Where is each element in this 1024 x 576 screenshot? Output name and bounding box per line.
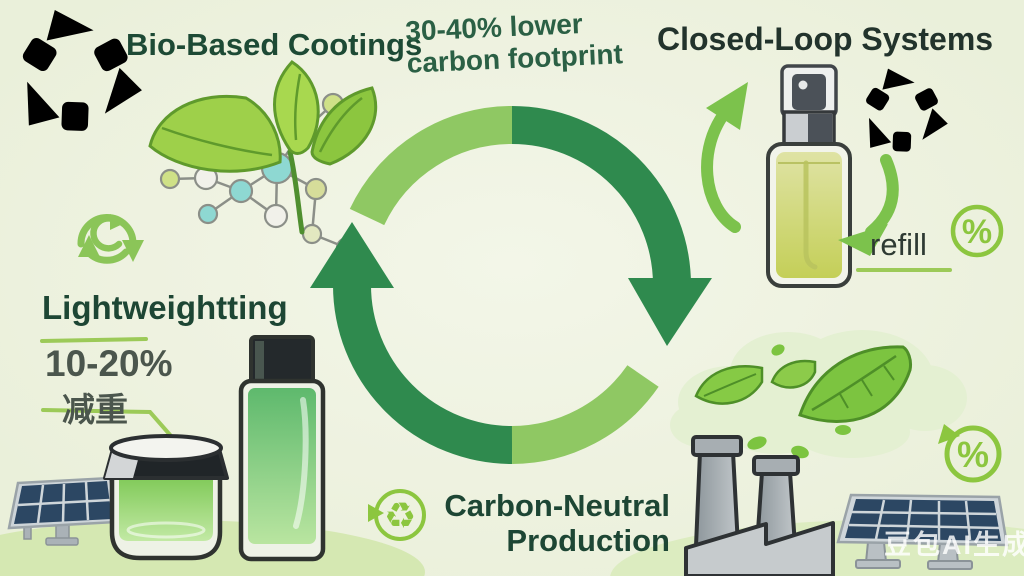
- solar-panel-icon: [836, 493, 1009, 570]
- percent-cycle-badge-icon: %: [938, 424, 1002, 483]
- weight-reduction-stat-cn: 减重: [62, 391, 128, 428]
- cream-jar-icon: [103, 434, 229, 561]
- recycle-glyph: ♻: [384, 496, 416, 537]
- recycle-arrows-icon: [844, 69, 950, 169]
- factory-icon: [684, 435, 835, 576]
- refill-label: refill: [870, 227, 927, 262]
- refill-arrow-down-icon: [838, 154, 899, 256]
- solar-panel-icon: [7, 476, 118, 546]
- percent-badge-icon: %: [950, 204, 1004, 258]
- carbon-neutral-production-label: Carbon-Neutral Production: [410, 488, 670, 558]
- refresh-cycle-icon: [77, 214, 144, 264]
- closed-loop-systems-label: Closed-Loop Systems: [657, 21, 994, 57]
- bio-based-coatings-label: Bio-Based Cootings: [126, 27, 423, 62]
- recycle-arrows-icon: [0, 10, 146, 155]
- carbon-footprint-stat: 30-40% lower carbon footprint: [405, 6, 624, 79]
- percent-symbol: %: [957, 434, 989, 475]
- reuse-arrow-up-icon: [701, 82, 748, 233]
- callout-lines: [40, 268, 952, 438]
- percent-symbol: %: [962, 213, 992, 251]
- weight-reduction-stat: 10-20%: [45, 343, 173, 384]
- leaf-emission-cloud-icon: [670, 330, 967, 459]
- ai-watermark: 豆包AI生成: [884, 530, 1024, 560]
- lightweighting-label: Lightweightting: [42, 289, 288, 326]
- recycle-badge-icon: ♻: [368, 489, 426, 541]
- serum-bottle-icon: [238, 335, 326, 562]
- spray-bottle-icon: [766, 64, 852, 288]
- carbon-neutral-line1: Carbon-Neutral: [444, 488, 670, 523]
- circular-cycle-arrows: [310, 105, 712, 464]
- leaf-sprig-icon: [148, 60, 378, 235]
- carbon-neutral-line2: Production: [506, 522, 670, 558]
